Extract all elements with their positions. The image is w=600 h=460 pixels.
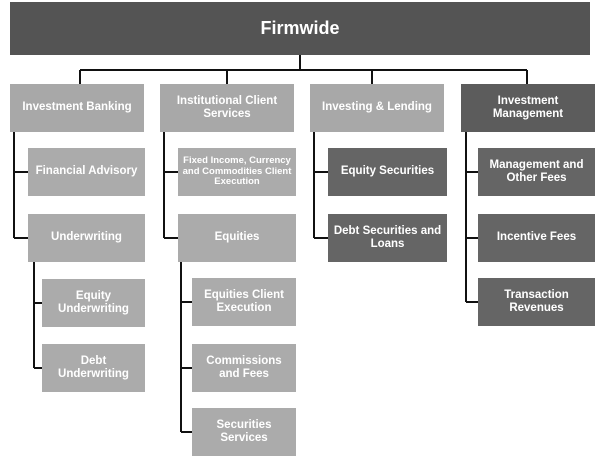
node-debt-securities-and-loans: Debt Securities and Loans — [328, 214, 447, 262]
node-equity-underwriting: Equity Underwriting — [42, 279, 145, 327]
node-commissions-and-fees: Commissions and Fees — [192, 344, 296, 392]
root-node-firmwide: Firmwide — [10, 2, 590, 55]
node-management-and-other-fees: Management and Other Fees — [478, 148, 595, 196]
node-debt-underwriting: Debt Underwriting — [42, 344, 145, 392]
node-underwriting: Underwriting — [28, 214, 145, 262]
division-investment-banking: Investment Banking — [10, 84, 144, 132]
division-investment-management: Investment Management — [461, 84, 595, 132]
node-financial-advisory: Financial Advisory — [28, 148, 145, 196]
node-equity-securities: Equity Securities — [328, 148, 447, 196]
node-equities-client-execution: Equities Client Execution — [192, 278, 296, 326]
division-institutional-client-services: Institutional Client Services — [160, 84, 294, 132]
node-incentive-fees: Incentive Fees — [478, 214, 595, 262]
node-equities: Equities — [178, 214, 296, 262]
node-ficc-client-execution: Fixed Income, Currency and Commodities C… — [178, 148, 296, 196]
division-investing-lending: Investing & Lending — [310, 84, 444, 132]
node-transaction-revenues: Transaction Revenues — [478, 278, 595, 326]
node-securities-services: Securities Services — [192, 408, 296, 456]
